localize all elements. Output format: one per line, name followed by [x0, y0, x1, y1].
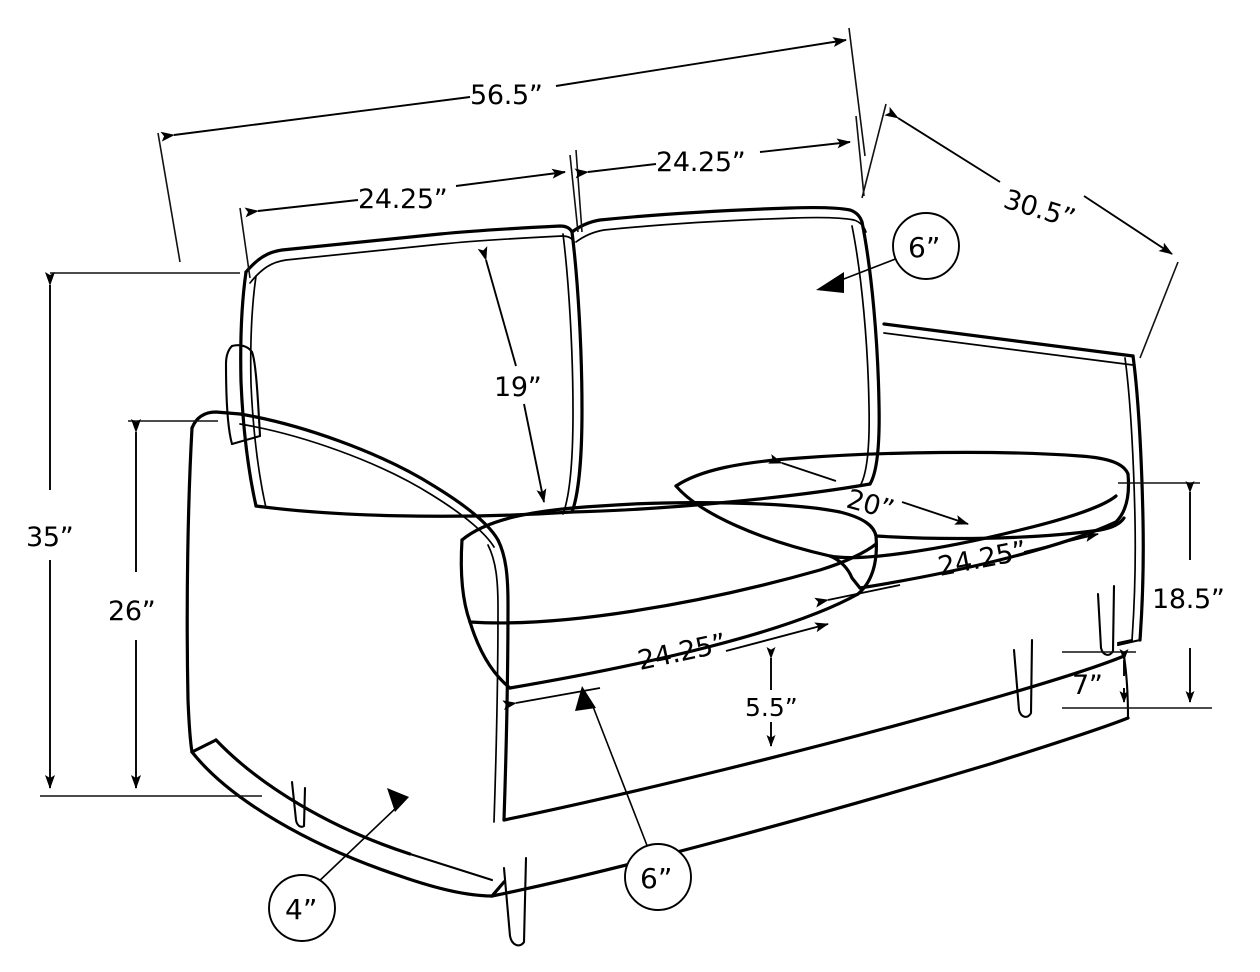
dimension-back-cushion-height: 19” — [477, 246, 547, 503]
label-depth: 30.5” — [1000, 184, 1079, 235]
seat-cushion-right — [674, 450, 1131, 590]
label-right-seat-cushion: 24.25” — [935, 535, 1029, 583]
label-back-cushion-height: 19” — [494, 372, 541, 403]
dimension-overall-height: 35” — [26, 272, 262, 797]
sofa-left-arm — [185, 410, 510, 898]
label-front-rail-thickness: 6” — [640, 862, 672, 895]
sofa-right-arm — [874, 516, 1126, 541]
label-right-back-width: 24.25” — [656, 147, 745, 178]
callout-front-rail-thickness: 6” — [575, 686, 692, 911]
label-arm-thickness: 4” — [285, 893, 317, 926]
callout-bubble-arm — [268, 874, 336, 942]
callout-bubble-back-cushion — [892, 212, 960, 280]
label-leg-height: 7” — [1072, 670, 1103, 701]
dimension-left-seat-cushion: 24.25” — [502, 622, 829, 711]
callout-back-cushion-thickness: 6” — [816, 212, 960, 293]
dimension-cushion-thickness: 5.5” — [745, 647, 798, 747]
sofa-legs — [290, 584, 1116, 947]
label-seat-height: 18.5” — [1152, 584, 1225, 615]
label-seat-depth: 20” — [843, 484, 897, 526]
label-left-seat-cushion: 24.25” — [635, 628, 729, 677]
label-left-back-width: 24.25” — [358, 184, 447, 215]
dimension-left-back-width: 24.25” — [239, 154, 579, 279]
sofa-base-apron — [490, 654, 1130, 898]
dimension-back-height: 26” — [108, 419, 218, 789]
dimension-leg-height: 7” — [1062, 649, 1136, 703]
label-back-height: 26” — [108, 596, 155, 627]
dimension-right-back-width: 24.25” — [574, 115, 865, 233]
dimension-overall-width: 56.5” — [157, 27, 866, 263]
sofa-illustration — [185, 206, 1145, 947]
callout-bubble-front-rail — [624, 843, 692, 911]
label-overall-width: 56.5” — [470, 80, 543, 111]
label-overall-height: 35” — [26, 522, 73, 553]
label-back-cushion-thickness: 6” — [908, 231, 940, 264]
left-arm-inner-support — [224, 344, 262, 446]
back-cushion-left — [239, 224, 584, 518]
sofa-back-frame — [882, 322, 1145, 647]
dimension-seat-height: 18.5” — [1062, 481, 1225, 709]
callout-arm-thickness: 4” — [268, 788, 409, 942]
seat-cushion-left — [459, 501, 878, 690]
label-cushion-thickness: 5.5” — [745, 693, 798, 722]
